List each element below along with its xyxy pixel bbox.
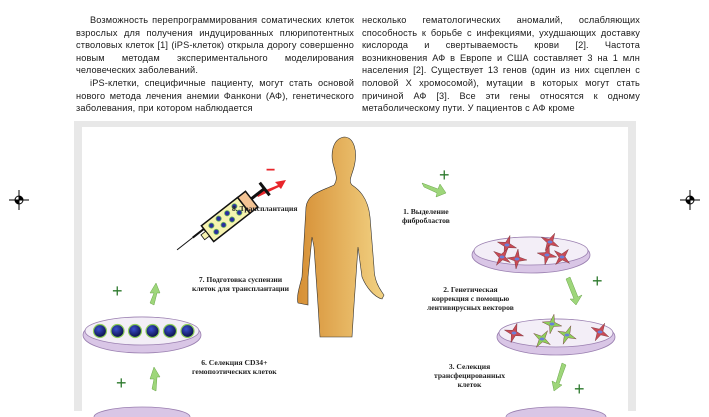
plus-sign: + <box>592 271 603 291</box>
label-line: 6. Селекция CD34+ <box>201 358 268 367</box>
plus-sign: + <box>574 379 585 399</box>
label-line: 3. Селекция <box>448 362 491 371</box>
step-6-label: 6. Селекция CD34+ гемопоэтических клеток <box>192 358 277 376</box>
label-line: 2. Генетическая <box>443 285 498 294</box>
cell-nucleus <box>514 257 520 261</box>
ips-therapy-diagram: − + <box>82 136 616 417</box>
cell-nucleus <box>499 255 505 259</box>
petri-dish-transfected <box>496 313 616 356</box>
article-column-left: Возможность перепрограммирования соматич… <box>76 14 354 115</box>
petri-dish-partial <box>505 406 607 417</box>
label-line: трансфецированных <box>434 371 506 380</box>
cd34-cell-icon <box>162 323 178 339</box>
figure-frame: − + <box>74 121 636 417</box>
petri-dish-fibroblasts <box>471 232 591 274</box>
paragraph: Возможность перепрограммирования соматич… <box>76 15 354 76</box>
cell-nucleus <box>564 333 570 337</box>
cd34-cell-icon <box>110 323 125 339</box>
article-column-right: несколько гематологических аномалий, осл… <box>362 14 640 115</box>
step-1-label: 1. Выделение фибробластов <box>402 207 450 225</box>
cd34-cell-icon <box>180 323 195 339</box>
paragraph: iPS-клетки, специфичные пациенту, могут … <box>76 77 354 114</box>
step-8-label: 8. Трансплантация <box>232 204 297 213</box>
step-7-label: 7. Подготовка суспензии клеток для транс… <box>192 275 289 293</box>
cell-nucleus <box>544 253 550 257</box>
registration-mark-icon <box>680 190 700 210</box>
label-line: лентивирусных векторов <box>427 303 514 312</box>
paragraph: несколько гематологических аномалий, осл… <box>362 15 640 114</box>
step-2-label: 2. Генетическая коррекция с помощью лент… <box>427 285 514 312</box>
label-line: гемопоэтических клеток <box>192 367 277 376</box>
step-3-label: 3. Селекция трансфецированных клеток <box>434 362 505 389</box>
step-arrow-icon <box>565 276 583 306</box>
registration-mark-icon <box>9 190 29 210</box>
label-line: фибробластов <box>402 216 450 225</box>
patient-silhouette <box>297 136 385 338</box>
label-line: 1. Выделение <box>403 207 449 216</box>
figure-canvas: − + <box>82 127 628 417</box>
cd34-cell-icon <box>145 323 160 339</box>
petri-dish-cd34-cells <box>82 316 202 354</box>
step-arrow-icon <box>149 282 161 306</box>
cell-nucleus <box>547 240 553 244</box>
step-arrow-icon <box>551 362 567 392</box>
petri-dish-partial <box>93 406 191 417</box>
step-arrow-icon <box>421 182 447 198</box>
syringe-icon <box>176 181 271 251</box>
cd34-cell-icon <box>127 323 143 339</box>
label-line: 8. Трансплантация <box>232 204 298 213</box>
label-line: клеток <box>457 380 482 389</box>
label-line: клеток для трансплантации <box>192 284 289 293</box>
cell-nucleus <box>559 255 565 259</box>
cell-nucleus <box>511 331 517 335</box>
step-arrow-icon <box>149 366 161 392</box>
cell-nucleus <box>539 337 545 341</box>
label-line: 7. Подготовка суспензии <box>198 275 283 284</box>
plus-sign: + <box>439 165 450 185</box>
transplant-arrow-icon <box>256 180 286 197</box>
plus-sign: + <box>112 281 123 301</box>
cd34-cell-icon <box>92 323 108 339</box>
plus-sign: + <box>116 373 127 393</box>
cell-nucleus <box>549 322 555 326</box>
cell-nucleus <box>504 243 510 247</box>
minus-sign: − <box>266 162 275 179</box>
label-line: коррекция с помощью <box>431 294 510 303</box>
cell-nucleus <box>597 330 603 334</box>
